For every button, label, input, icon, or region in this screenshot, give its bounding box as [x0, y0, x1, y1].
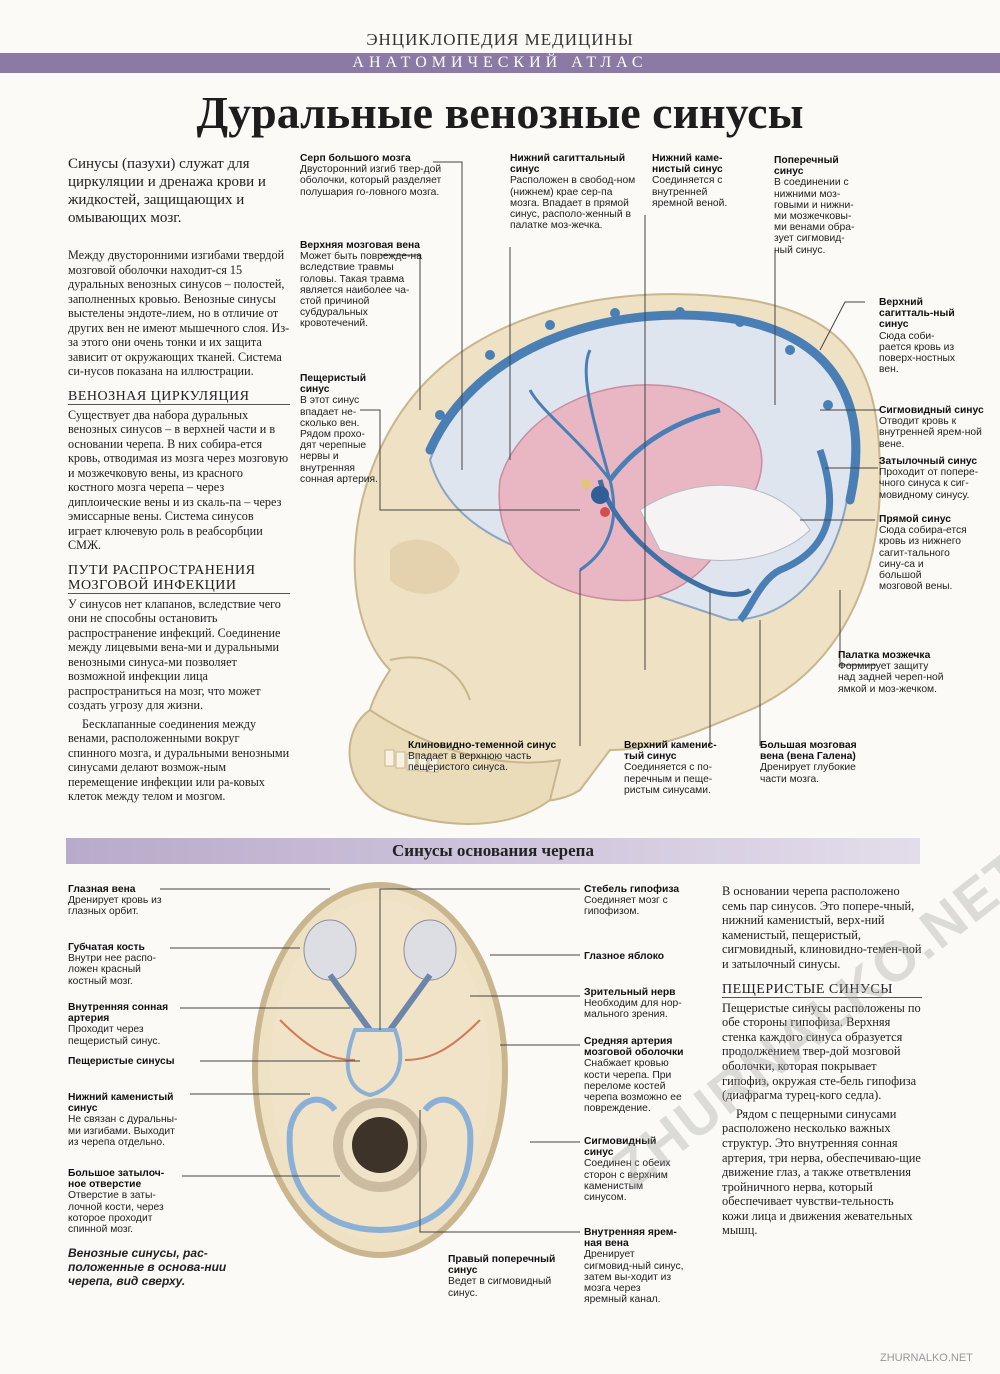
atlas-band: АНАТОМИЧЕСКИЙ АТЛАС [0, 53, 1000, 73]
foramen-ring [333, 1098, 427, 1192]
section-band: Синусы основания черепа [66, 838, 920, 864]
carotid-mark [600, 507, 610, 517]
straight-sinus [608, 407, 721, 482]
page-title: Дуральные венозные синусы [196, 87, 804, 138]
transverse-sigmoid-sinuses [286, 1096, 474, 1234]
middle-meningeal-artery [279, 1019, 481, 1061]
jaw-shape [348, 708, 562, 825]
intro-text: Синусы (пазухи) служат для циркуляции и … [68, 156, 266, 226]
label-cavernous-sinuses: Пещеристые синусы [68, 1056, 175, 1067]
left-column: Между двусторонними изгибами твердой моз… [68, 248, 290, 808]
col3-paragraph: Пещеристые синусы расположены по обе сто… [722, 1000, 921, 1103]
skull-lateral-illustration [348, 161, 882, 825]
figure-caption: Венозные синусы, рас-положенные в основа… [68, 1246, 227, 1288]
cheek-line [389, 656, 471, 701]
cranial-floor [270, 900, 490, 1240]
foramen-magnum [352, 1117, 408, 1173]
col3-paragraph: В основании черепа расположено семь пар … [722, 884, 922, 971]
cavernous-sinus-mark [591, 486, 609, 504]
col1-paragraph: У синусов нет клапанов, вследствие чего … [68, 596, 281, 713]
col1-paragraph: Существует два набора дуральных венозных… [68, 407, 289, 553]
col1-heading: ВЕНОЗНАЯ ЦИРКУЛЯЦИЯ [68, 389, 290, 405]
skull-base-illustration [252, 882, 508, 1258]
superior-sagittal-sinus [425, 310, 861, 505]
base-leader-lines [160, 888, 580, 1233]
right-column: В основании черепа расположено семь пар … [722, 884, 922, 1242]
nerve-mark [581, 479, 591, 489]
watermark: ZHURNALKO.NET [880, 1352, 973, 1364]
col3-paragraph: Рядом с пещерными синусами расположено н… [722, 1106, 921, 1238]
optic-nerves [327, 973, 433, 1032]
transverse-sinus [737, 448, 834, 623]
sigmoid-left [287, 1096, 338, 1131]
section-title: Синусы основания черепа [392, 841, 594, 860]
col3-heading: ПЕЩЕРИСТЫЕ СИНУСЫ [722, 982, 922, 998]
label-eyeball: Глазное яблоко [584, 951, 665, 962]
label-great-cerebral-vein: Большая мозговая вена (вена Галена)Дрени… [760, 740, 857, 785]
col1-paragraph: Между двусторонними изгибами твердой моз… [68, 248, 290, 378]
teeth [384, 749, 439, 773]
atlas-band-label: АНАТОМИЧЕСКИЙ АТЛАС [352, 54, 648, 71]
series-title: ЭНЦИКЛОПЕДИЯ МЕДИЦИНЫ [366, 30, 634, 49]
emissary-dots [435, 307, 833, 420]
col1-paragraph: Бесклапанные соединения между венами, ра… [68, 716, 290, 804]
col1-heading: ПУТИ РАСПРОСТРАНЕНИЯ МОЗГОВОЙ ИНФЕКЦИИ [68, 563, 290, 594]
orbit-shape [390, 539, 460, 594]
cavernous-sinuses [345, 1028, 403, 1098]
tentorium [639, 484, 811, 561]
inferior-petrosal-sinus [597, 479, 752, 597]
leader-lines [360, 161, 880, 746]
cerebral-veins [528, 349, 616, 572]
